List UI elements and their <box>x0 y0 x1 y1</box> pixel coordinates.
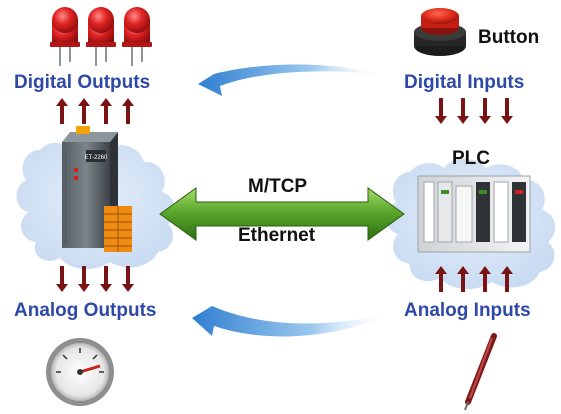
digital-inputs-label: Digital Inputs <box>404 72 525 93</box>
digital-outputs-label: Digital Outputs <box>14 72 151 93</box>
analog-flow-arrow <box>192 306 392 337</box>
analog-input-arrows <box>435 266 513 292</box>
device-model-label: ET-2260 <box>85 155 108 161</box>
ethernet-link-arrow <box>159 187 405 241</box>
analog-outputs-label: Analog Outputs <box>14 300 157 321</box>
digital-input-arrows <box>435 98 513 124</box>
led-icon <box>50 7 152 66</box>
gauge-icon <box>46 338 114 406</box>
network-label: Ethernet <box>238 225 316 246</box>
io-module-icon: ET-2260 <box>62 126 132 252</box>
button-label: Button <box>478 27 540 48</box>
plc-rack-icon <box>417 175 531 253</box>
plc-label: PLC <box>452 148 490 169</box>
protocol-label: M/TCP <box>248 176 308 197</box>
digital-output-arrows <box>56 98 134 124</box>
digital-flow-arrow <box>198 64 388 96</box>
analog-output-arrows <box>56 266 134 292</box>
pen-sensor-icon <box>464 333 497 411</box>
analog-inputs-label: Analog Inputs <box>404 300 531 321</box>
push-button-icon <box>414 8 466 56</box>
